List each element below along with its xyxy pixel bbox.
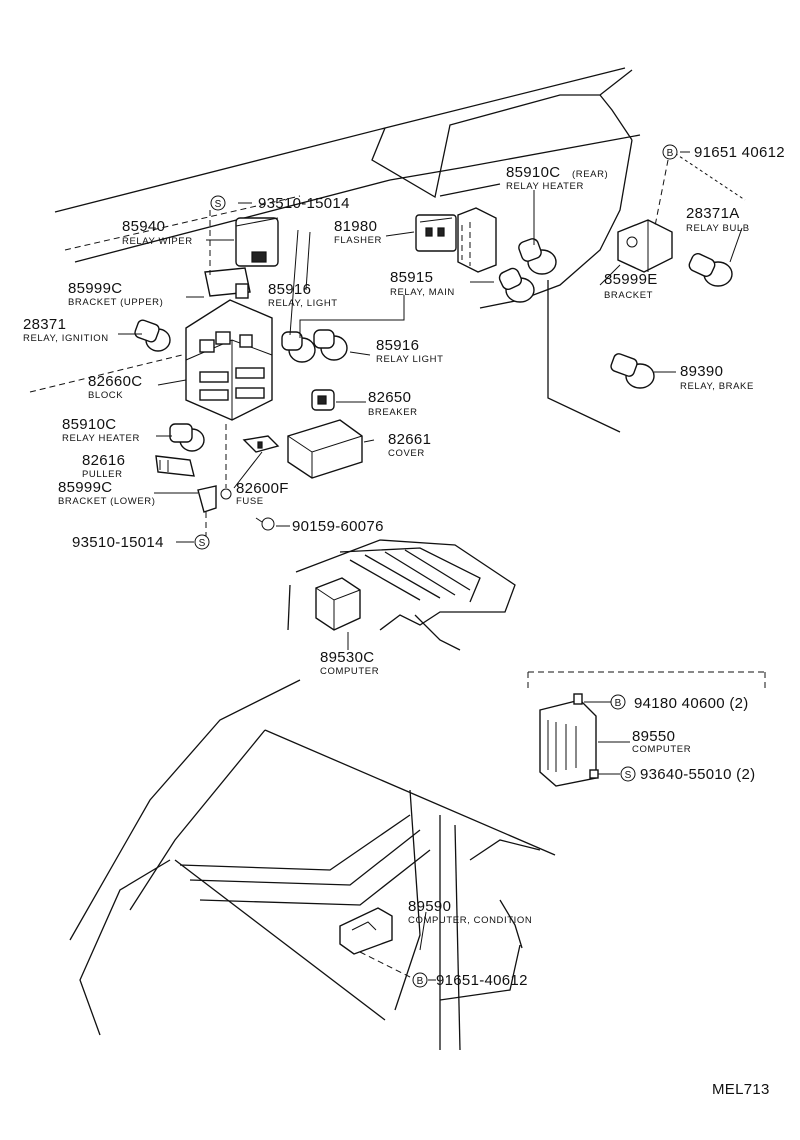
part-desc-28371: RELAY, IGNITION xyxy=(23,333,109,344)
mark-circle-b-3 xyxy=(412,972,428,988)
part-number-90159: 90159-60076 xyxy=(292,518,384,535)
part-number-81980: 81980 xyxy=(334,218,377,235)
part-desc-28371a: RELAY BULB xyxy=(686,223,750,234)
part-note-85910c-rear: (REAR) xyxy=(572,169,608,180)
mark-circle-s-2 xyxy=(194,534,210,550)
part-number-89390: 89390 xyxy=(680,363,723,380)
fuse-block-part xyxy=(185,299,273,421)
part-number-85915: 85915 xyxy=(390,269,433,286)
mark-circle-b-1 xyxy=(662,144,678,160)
part-number-85940: 85940 xyxy=(122,218,165,235)
part-desc-82650: BREAKER xyxy=(368,407,418,418)
console-outline xyxy=(287,539,516,651)
relay-bulb-part xyxy=(688,253,733,287)
part-desc-82661: COVER xyxy=(388,448,425,459)
relay-heater-rear-part xyxy=(518,238,557,275)
part-number-85999e: 85999E xyxy=(604,271,658,288)
part-desc-85910c: RELAY HEATER xyxy=(62,433,140,444)
computer-89550-part xyxy=(539,693,599,787)
computer-89590-part xyxy=(339,907,393,955)
computer-89530c-part xyxy=(315,577,361,631)
part-number-82600f: 82600F xyxy=(236,480,289,497)
mark-circle-s-3 xyxy=(620,766,636,782)
part-number-85999c-lower: 85999C xyxy=(58,479,112,496)
part-number-82650: 82650 xyxy=(368,389,411,406)
relay-light-part xyxy=(281,329,348,363)
part-number-28371a: 28371A xyxy=(686,205,740,222)
bracket-e-part xyxy=(617,219,673,273)
part-number-91651-top: 91651 40612 xyxy=(694,144,785,161)
part-number-93640: 93640-55010 (2) xyxy=(640,766,755,783)
part-desc-85999e: BRACKET xyxy=(604,290,653,301)
svg-text:B: B xyxy=(667,148,674,159)
part-desc-89590: COMPUTER, CONDITION xyxy=(408,915,532,926)
bracket-upper-part xyxy=(204,267,251,299)
relay-main-part xyxy=(457,207,497,273)
cover-part xyxy=(287,419,363,479)
part-desc-85915: RELAY, MAIN xyxy=(390,287,455,298)
relay-wiper-part xyxy=(235,217,279,267)
part-number-82661: 82661 xyxy=(388,431,431,448)
part-number-85916-b: 85916 xyxy=(376,337,419,354)
part-desc-85999c-lower: BRACKET (LOWER) xyxy=(58,496,156,507)
bolt-part xyxy=(255,517,275,531)
callout-marks: S B S B S B xyxy=(194,144,678,988)
part-number-85910c: 85910C xyxy=(62,416,116,433)
part-number-94180: 94180 40600 (2) xyxy=(634,695,749,712)
part-number-91651-bottom: 91651-40612 xyxy=(436,972,528,989)
part-desc-85916-a: RELAY, LIGHT xyxy=(268,298,338,309)
part-desc-85916-b: RELAY LIGHT xyxy=(376,354,444,365)
svg-text:B: B xyxy=(417,976,424,987)
part-desc-82660c: BLOCK xyxy=(88,390,123,401)
mark-circle-s-1 xyxy=(210,195,226,211)
part-number-85999c-upper: 85999C xyxy=(68,280,122,297)
mark-letter: S xyxy=(215,199,222,210)
svg-text:B: B xyxy=(615,698,622,709)
relay-ignition-part xyxy=(134,319,171,352)
part-desc-82600f: FUSE xyxy=(236,496,264,507)
part-desc-85940: RELAY WIPER xyxy=(122,236,193,247)
relay-brake-part xyxy=(610,353,655,389)
leader-lines xyxy=(118,149,746,981)
mark-circle-b-2 xyxy=(610,694,626,710)
svg-text:S: S xyxy=(625,770,632,781)
fuse-part xyxy=(242,435,280,453)
part-number-89530c: 89530C xyxy=(320,649,374,666)
puller-part xyxy=(155,455,195,477)
diagram-code: MEL713 xyxy=(712,1081,770,1098)
part-number-93510-bottom: 93510-15014 xyxy=(72,534,164,551)
part-desc-82616: PULLER xyxy=(82,469,123,480)
part-desc-89550: COMPUTER xyxy=(632,744,691,755)
part-number-85916-a: 85916 xyxy=(268,281,311,298)
part-number-85910c-rear: 85910C xyxy=(506,164,560,181)
lower-body-outline xyxy=(69,671,766,1051)
part-number-89590: 89590 xyxy=(408,898,451,915)
part-number-28371: 28371 xyxy=(23,316,66,333)
part-number-93510-top: 93510-15014 xyxy=(258,195,350,212)
bracket-lower-part xyxy=(197,485,232,513)
part-desc-89530c: COMPUTER xyxy=(320,666,379,677)
relay-heater-part xyxy=(169,423,205,452)
flasher-part xyxy=(415,214,457,252)
breaker-part xyxy=(311,389,335,411)
part-desc-81980: FLASHER xyxy=(334,235,382,246)
part-number-89550: 89550 xyxy=(632,728,675,745)
part-number-82616: 82616 xyxy=(82,452,125,469)
svg-text:S: S xyxy=(199,538,206,549)
dashboard-outline xyxy=(29,67,641,433)
part-number-82660c: 82660C xyxy=(88,373,142,390)
relay-main-round-part xyxy=(498,267,535,303)
part-desc-89390: RELAY, BRAKE xyxy=(680,381,754,392)
part-labels: 93510-15014 85940 RELAY WIPER 81980 FLAS… xyxy=(23,144,785,1098)
part-desc-85910c-rear: RELAY HEATER xyxy=(506,181,584,192)
part-desc-85999c-upper: BRACKET (UPPER) xyxy=(68,297,163,308)
